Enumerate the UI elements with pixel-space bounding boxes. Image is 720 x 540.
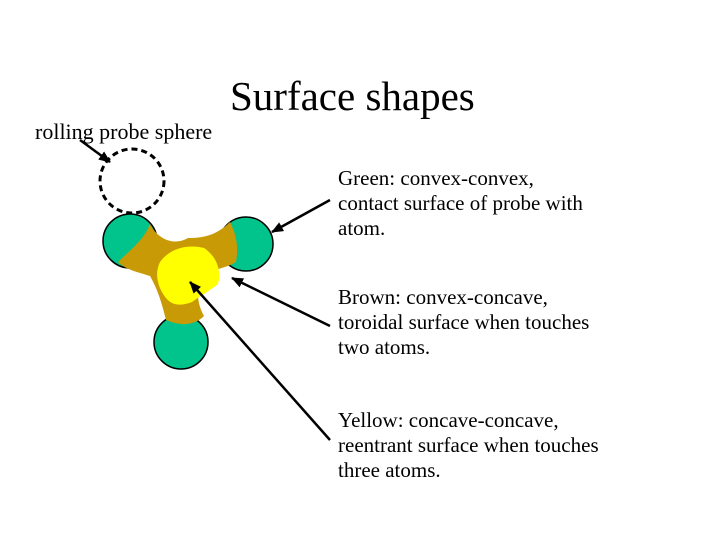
- probe-sphere-label: rolling probe sphere: [35, 119, 213, 144]
- green-description-line: atom.: [338, 216, 386, 240]
- yellow-arrow: [189, 281, 331, 441]
- green-description: Green: convex-convex, contact surface of…: [338, 166, 583, 241]
- brown-arrow: [231, 276, 331, 328]
- yellow-description-line: three atoms.: [338, 458, 441, 482]
- green-arrow: [271, 198, 331, 234]
- yellow-description: Yellow: concave-concave, reentrant surfa…: [338, 408, 599, 483]
- green-description-line: Green: convex-convex,: [338, 166, 534, 190]
- slide-title: Surface shapes: [230, 73, 475, 119]
- reentrant-surface: [157, 246, 220, 305]
- yellow-description-line: reentrant surface when touches: [338, 433, 599, 457]
- brown-description-line: two atoms.: [338, 335, 431, 359]
- probe-sphere-icon: [98, 147, 166, 215]
- probe-label-arrow: [79, 138, 111, 164]
- yellow-description-line: Yellow: concave-concave,: [338, 408, 559, 432]
- brown-description-line: Brown: convex-concave,: [338, 285, 548, 309]
- brown-description-line: toroidal surface when touches: [338, 310, 590, 334]
- brown-description: Brown: convex-concave, toroidal surface …: [338, 285, 589, 360]
- green-description-line: contact surface of probe with: [338, 191, 583, 215]
